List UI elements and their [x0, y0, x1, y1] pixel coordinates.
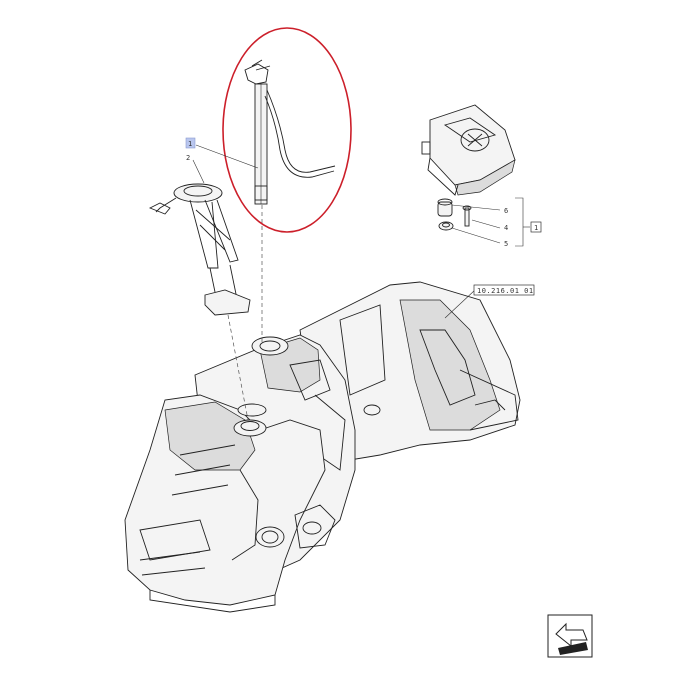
arrow-back-icon[interactable]: [547, 614, 593, 658]
callout-item-1-selected[interactable]: 1: [185, 137, 196, 149]
fuel-level-sender[interactable]: [244, 59, 336, 205]
callout-label: 1: [188, 140, 192, 148]
callout-item-4[interactable]: 4: [504, 224, 508, 232]
fuel-tank-assembly: [124, 281, 521, 613]
fitting-parts[interactable]: [437, 198, 472, 231]
callout-leaders: [192, 144, 530, 319]
electronic-control-module[interactable]: [421, 104, 516, 196]
callout-item-2[interactable]: 2: [186, 154, 190, 162]
callout-label: 1: [534, 224, 538, 232]
reference-label: 10.216.01 01: [477, 287, 534, 295]
callout-item-1-group[interactable]: 1: [530, 221, 542, 233]
callout-item-5[interactable]: 5: [504, 240, 508, 248]
assembly-guide-lines: [227, 205, 263, 421]
fuel-pump-float-assembly[interactable]: [148, 183, 251, 316]
reference-link[interactable]: 10.216.01 01: [473, 284, 535, 296]
highlight-ellipse: [222, 27, 352, 233]
callout-item-6[interactable]: 6: [504, 207, 508, 215]
